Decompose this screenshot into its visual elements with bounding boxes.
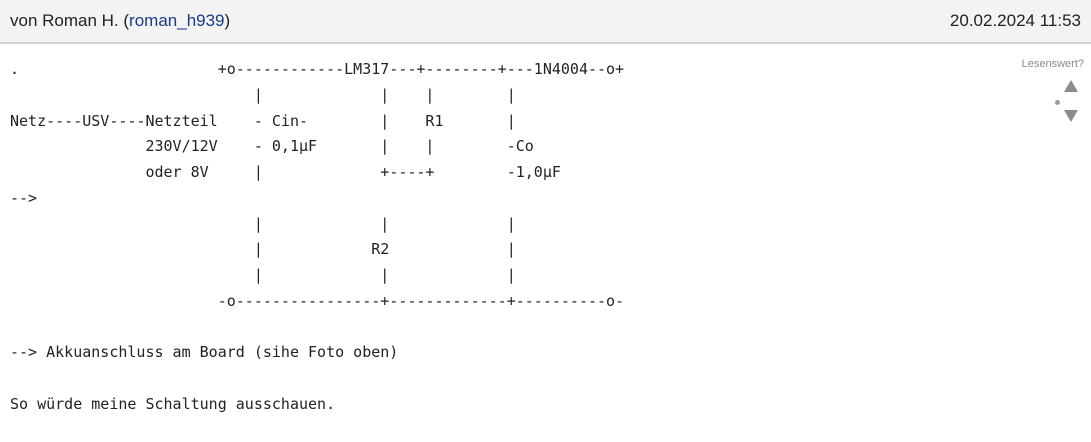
post-body-line: | | | <box>10 214 516 233</box>
post-body-line: --> <box>10 188 38 207</box>
vote-score-dot-icon <box>1055 100 1060 105</box>
post-body-line: . +o------------LM317---+--------+---1N4… <box>10 60 625 78</box>
author-prefix: von Roman H. ( <box>10 11 130 30</box>
post-body-line: So würde meine Schaltung ausschauen. <box>10 394 336 413</box>
post-body-line: Netz----USV----Netzteil - Cin- | R1 | <box>10 111 516 130</box>
author-suffix: ) <box>224 11 231 30</box>
post-body-line: | | | | <box>10 85 516 104</box>
triangle-up-icon[interactable] <box>1064 80 1078 92</box>
post-body-line: | R2 | <box>10 240 516 259</box>
post-body-line: | | | <box>10 266 516 284</box>
author-username-link[interactable]: roman_h939 <box>129 11 225 30</box>
post-body-line: oder 8V | +----+ -1,0µF <box>10 163 561 181</box>
triangle-down-icon[interactable] <box>1064 110 1078 122</box>
post-date: 20.02.2024 11:53 <box>949 11 1081 30</box>
post-body-line: 230V/12V - 0,1µF | | -Co <box>10 137 534 156</box>
post-header: von Roman H. (roman_h939) 20.02.2024 11:… <box>0 0 1091 44</box>
rating-widget: Lesenswert? <box>994 58 1084 128</box>
post-body: . +o------------LM317---+--------+---1N4… <box>10 57 970 418</box>
post-body-line: --> Akkuanschluss am Board (sihe Foto ob… <box>10 343 399 362</box>
rating-label: Lesenswert? <box>1021 58 1084 70</box>
post-body-line: -o----------------+-------------+-------… <box>10 291 625 310</box>
author-line: von Roman H. (roman_h939) <box>10 11 230 31</box>
